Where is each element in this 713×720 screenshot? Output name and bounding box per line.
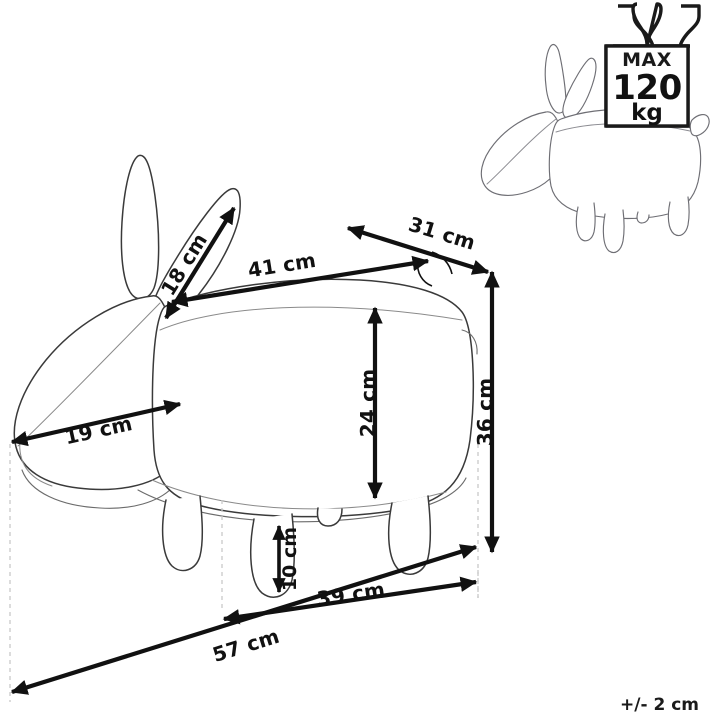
- dimension-head-width-line: [10, 399, 182, 447]
- leg-rear-left-hint: [316, 507, 343, 527]
- max-weight-badge: MAX 120 kg: [604, 2, 701, 128]
- mini-tail: [689, 114, 710, 137]
- head-lower-panel: [21, 469, 173, 509]
- weight-label-plate: [604, 44, 690, 128]
- dimension-total-length-line: [10, 544, 478, 695]
- ear-left: [120, 154, 160, 300]
- weight-value: 120: [612, 68, 681, 108]
- main-rabbit-figure: [13, 154, 478, 598]
- dimension-total-height: 36 cm: [473, 270, 500, 554]
- tail-nub: [461, 329, 478, 355]
- dimension-leg-height-label: 10 cm: [279, 527, 301, 591]
- tolerance-note: +/- 2 cm: [620, 695, 699, 715]
- body-top-seam: [159, 306, 463, 331]
- dimension-seat-height: 24 cm: [356, 306, 383, 500]
- weight-unit: kg: [631, 100, 663, 126]
- mini-head: [480, 111, 565, 196]
- mini-head-seam: [486, 118, 557, 185]
- depth-angle-arc: [431, 251, 453, 275]
- mini-leg-4-hint: [636, 211, 650, 224]
- leg-front-left: [161, 495, 204, 572]
- mini-leg-2: [602, 209, 625, 254]
- mini-ear-left: [544, 43, 567, 114]
- dimension-body-length-label: 41 cm: [246, 248, 317, 282]
- mini-ear-right: [562, 57, 597, 119]
- dimension-leg-height: 10 cm: [272, 524, 301, 594]
- mini-leg-1: [575, 202, 596, 242]
- depth-angle-arc-2: [416, 261, 433, 287]
- mini-leg-3: [667, 196, 690, 237]
- mini-rabbit-figure: [480, 43, 710, 254]
- dimension-seat-height-label: 24 cm: [356, 369, 380, 438]
- dimension-body-depth: 31 cm: [346, 212, 490, 287]
- weight-max-label: MAX: [622, 49, 672, 71]
- dimension-body-depth-line: [346, 225, 490, 275]
- dimension-total-length-label: 57 cm: [210, 624, 283, 667]
- dimension-total-length: 57 cm: [10, 544, 478, 695]
- dimension-total-height-label: 36 cm: [473, 378, 497, 447]
